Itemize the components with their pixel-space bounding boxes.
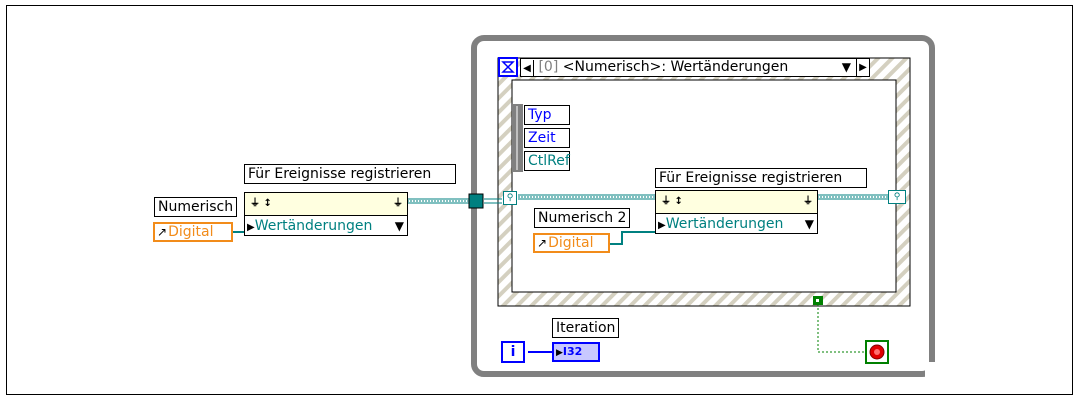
boolean-tunnel-dot bbox=[816, 299, 819, 302]
case-name: <Numerisch>: Wertänderungen bbox=[562, 59, 789, 75]
numerisch2-terminal[interactable]: ↗Digital bbox=[533, 233, 610, 253]
iteration-label: Iteration bbox=[552, 318, 620, 338]
node-terminals-inner: ⏚ ↕ ⏚ bbox=[656, 191, 817, 214]
event-label-inner: Wertänderungen bbox=[665, 216, 784, 232]
wire-event-registration-outer[interactable] bbox=[407, 198, 470, 204]
event-data-typ[interactable]: Typ bbox=[524, 105, 570, 125]
iteration-indicator[interactable]: ▶I32 bbox=[552, 342, 600, 362]
register-events-node-inner[interactable]: ⏚ ↕ ⏚ ▶Wertänderungen ▼ bbox=[655, 190, 818, 234]
iteration-terminal[interactable] bbox=[501, 341, 525, 363]
wire-event-reg-inner-in[interactable] bbox=[518, 194, 655, 200]
shift-register-left[interactable] bbox=[468, 193, 484, 209]
while-loop-corner-gap bbox=[925, 362, 937, 378]
numerisch-label: Numerisch bbox=[154, 197, 238, 217]
dropdown-arrow-icon[interactable]: ▼ bbox=[394, 219, 404, 233]
event-reg-terminal-right[interactable]: ⚲ bbox=[888, 190, 906, 204]
numerisch-terminal[interactable]: ↗Digital bbox=[153, 222, 233, 242]
numerisch2-label: Numerisch 2 bbox=[534, 208, 631, 228]
dropdown-arrow-icon[interactable]: ▼ bbox=[804, 217, 814, 231]
inner-node-label: Für Ereignisse registrieren bbox=[655, 168, 867, 188]
reference-icon: ↗ bbox=[537, 236, 548, 250]
case-dropdown-icon[interactable]: ▼ bbox=[841, 60, 851, 74]
event-data-ctlref[interactable]: CtlRef bbox=[524, 151, 570, 171]
numerisch2-type: Digital bbox=[548, 235, 594, 251]
wire-numerisch2-to-node[interactable] bbox=[610, 231, 655, 245]
numerisch-type: Digital bbox=[168, 224, 214, 240]
next-case-icon[interactable]: ▶ bbox=[856, 59, 869, 76]
register-events-node-outer[interactable]: ⏚ ↕ ⏚ ▶Wertänderungen ▼ bbox=[244, 192, 408, 236]
event-selector-outer[interactable]: ▶Wertänderungen ▼ bbox=[247, 218, 404, 234]
event-data-zeit[interactable]: Zeit bbox=[524, 128, 570, 148]
reference-icon: ↗ bbox=[157, 225, 168, 239]
event-reg-terminal-left[interactable]: ⚲ bbox=[503, 191, 517, 205]
hourglass-icon bbox=[501, 61, 515, 73]
iteration-symbol: i bbox=[510, 344, 516, 360]
outer-node-label: Für Ereignisse registrieren bbox=[244, 164, 456, 184]
event-case-selector[interactable]: ◀ [0] <Numerisch>: Wertänderungen ▼ ▶ bbox=[520, 58, 870, 77]
wire-event-reg-inner-out[interactable] bbox=[817, 194, 888, 200]
event-label-outer: Wertänderungen bbox=[254, 218, 373, 234]
case-index: [0] bbox=[538, 59, 559, 75]
wire-shift-to-event[interactable] bbox=[484, 198, 502, 204]
wire-stop-condition[interactable] bbox=[817, 300, 866, 353]
event-selector-inner[interactable]: ▶Wertänderungen ▼ bbox=[658, 216, 814, 232]
prev-case-icon[interactable]: ◀ bbox=[521, 60, 534, 77]
node-terminals: ⏚ ↕ ⏚ bbox=[245, 193, 407, 216]
